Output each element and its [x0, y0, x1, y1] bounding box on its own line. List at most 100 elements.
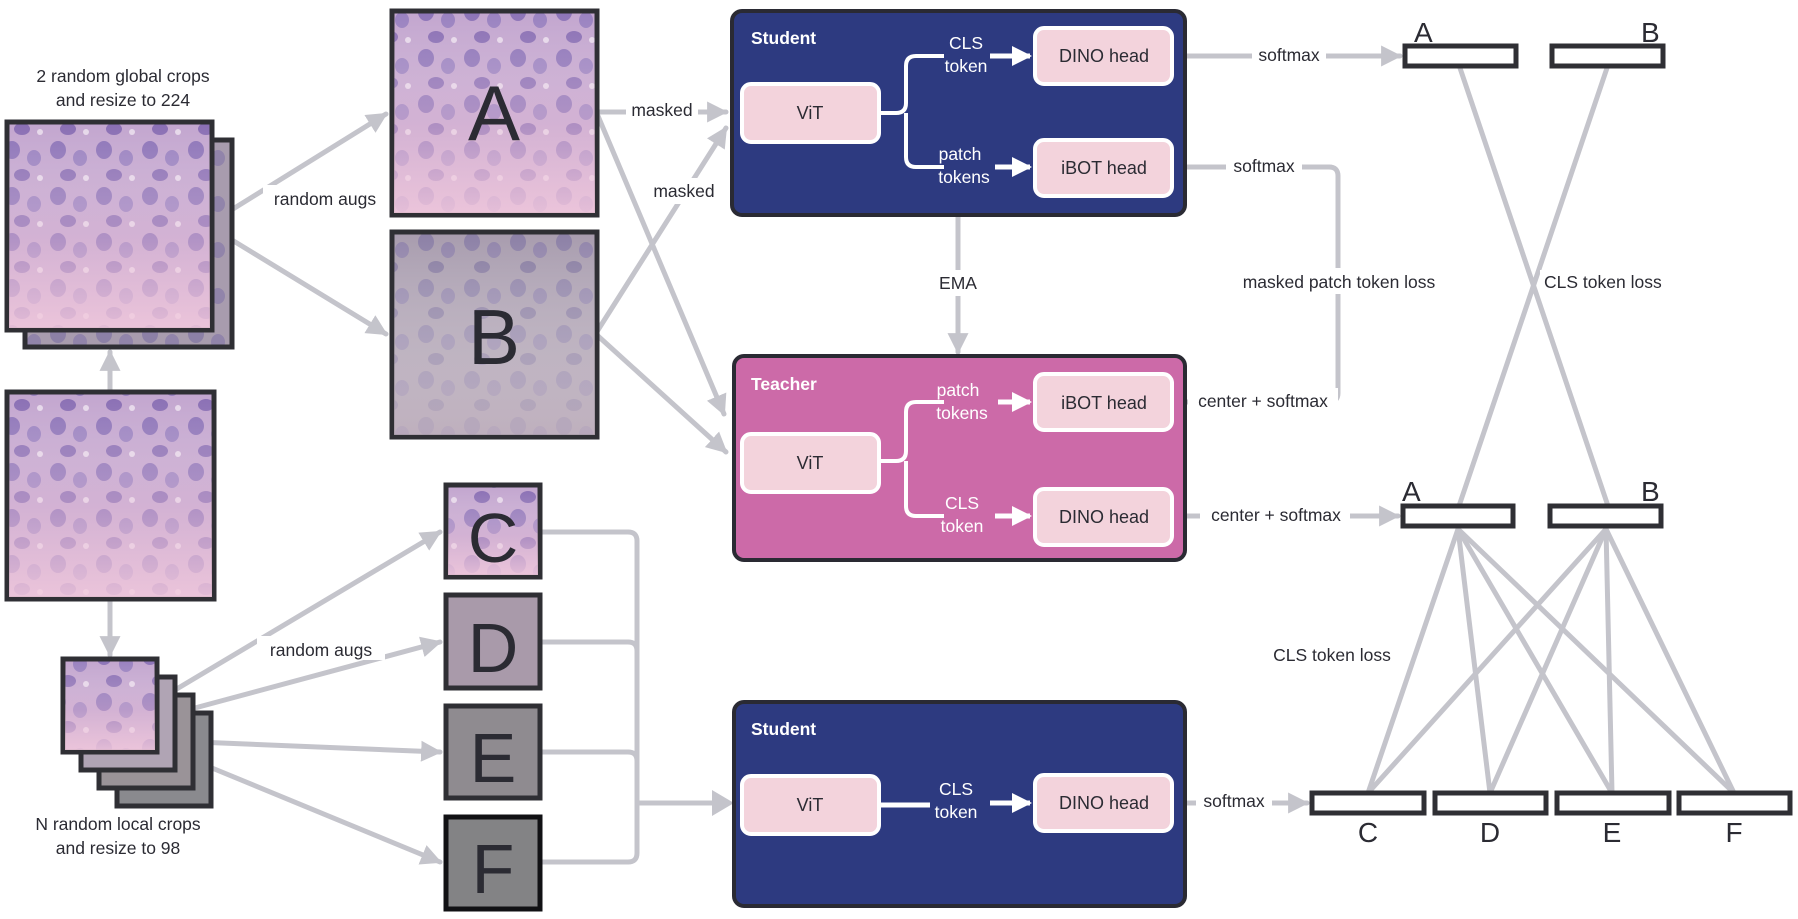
- diagram-shape: [1252, 42, 1326, 66]
- local-crops-label: N random local crops: [35, 814, 201, 834]
- diagram-shape: [925, 270, 991, 296]
- view-E: E: [443, 703, 543, 801]
- diagram-shape: [1487, 526, 1609, 796]
- diagram-label: token: [941, 516, 984, 536]
- random-augs-local-label: random augs: [270, 640, 372, 660]
- diagram-label: ViT: [797, 103, 824, 123]
- diagram-label: CLS: [949, 33, 983, 53]
- diagram-label: D: [468, 609, 519, 687]
- diagram-shape: [1365, 526, 1609, 796]
- teacher-dino-out-label: center + softmax: [1211, 505, 1341, 525]
- view-B: B: [389, 229, 600, 440]
- diagram-label: B: [1641, 476, 1660, 507]
- teacher-output-B: [1547, 503, 1664, 529]
- diagram-label: DINO head: [1059, 507, 1149, 527]
- student-output-B: [1549, 43, 1666, 69]
- diagram-label: DINO head: [1059, 46, 1149, 66]
- student-top-dino-out-label: softmax: [1258, 45, 1320, 65]
- diagram-shape: [1228, 268, 1450, 294]
- diagram-label: F: [1725, 817, 1742, 848]
- student-top-vit: [740, 82, 881, 144]
- diagram-shape: [394, 234, 595, 435]
- view-A: A: [389, 8, 600, 218]
- student-output-F: [1676, 790, 1793, 816]
- local-crops-stack: [60, 656, 214, 809]
- diagram-shape: [9, 124, 210, 328]
- diagram-shape: [1262, 642, 1402, 668]
- teacher-vit: [740, 432, 881, 494]
- diagram-label: tokens: [938, 167, 990, 187]
- diagram-shape: [712, 790, 734, 816]
- diagram-shape: [626, 98, 698, 122]
- student-top-title: Student: [751, 28, 816, 48]
- arrow-local-to-D: [177, 636, 443, 715]
- masked-patch-loss-label: masked patch token loss: [1243, 272, 1436, 292]
- student-bottom-vit: [740, 774, 881, 836]
- teacher-ibot-head: [1033, 372, 1174, 432]
- bracket-local-views: [538, 529, 729, 865]
- teacher-title: Teacher: [751, 374, 817, 394]
- arrow-local-to-C: [172, 529, 443, 693]
- student-output-C: [1309, 790, 1427, 816]
- teacher-dino-head: [1033, 487, 1174, 547]
- diagram-shape: [263, 185, 387, 209]
- masked-label-B: masked: [653, 181, 714, 201]
- student-top-block: Student ViT CLS token patch tokens DINO …: [730, 9, 1187, 217]
- diagram-shape: [1603, 526, 1737, 796]
- ema-label: EMA: [939, 273, 977, 293]
- diagram-shape: [1200, 502, 1350, 528]
- teacher-ibot-out-label: center + softmax: [1198, 391, 1328, 411]
- diagram-shape: [1196, 790, 1272, 814]
- diagram-label: D: [1480, 817, 1500, 848]
- diagram-label: token: [935, 802, 978, 822]
- student-top-ibot-out-label: softmax: [1233, 156, 1295, 176]
- diagram-label: B: [1641, 17, 1660, 48]
- masked-label-A: masked: [631, 100, 692, 120]
- diagram-label: patch: [937, 380, 980, 400]
- student-output-D: [1432, 790, 1549, 816]
- diagram-label: C: [468, 499, 519, 577]
- student-output-E: [1554, 790, 1672, 816]
- global-crops-label-2: and resize to 224: [56, 90, 191, 110]
- diagram-label: ViT: [797, 795, 824, 815]
- diagram-shape: [1455, 526, 1493, 796]
- cls-loss-local-label: CLS token loss: [1273, 645, 1391, 665]
- diagram-label: CLS: [939, 779, 973, 799]
- arrow-local-to-F: [209, 765, 443, 865]
- random-augs-global-label: random augs: [274, 189, 376, 209]
- student-top-dino-head: [1033, 26, 1174, 86]
- arrow-A-to-teacher: [595, 113, 727, 417]
- cls-loss-line-b: [1456, 65, 1610, 509]
- diagram-shape: [443, 592, 543, 691]
- teacher-block: Teacher ViT patch tokens CLS token iBOT …: [732, 354, 1187, 562]
- student-top-branch: [880, 54, 944, 169]
- view-F: F: [443, 814, 543, 912]
- diagram-shape: [9, 394, 212, 597]
- diagram-label: DINO head: [1059, 793, 1149, 813]
- diagram-label: ViT: [797, 453, 824, 473]
- student-bottom-block: Student ViT CLS token DINO head: [732, 700, 1187, 908]
- arrow-global-to-A: [209, 111, 389, 225]
- diagram-label: CLS: [945, 493, 979, 513]
- output-letters: A B A B C D E F: [1358, 17, 1743, 848]
- diagram-shape: [1455, 526, 1737, 796]
- arrow-global-to-B: [229, 237, 389, 337]
- view-D: D: [443, 592, 543, 691]
- student-top-ibot-head: [1033, 138, 1174, 198]
- diagram-shape: [644, 178, 724, 204]
- label-knockouts: [626, 42, 1680, 814]
- diagram-shape: [1540, 270, 1680, 296]
- diagram-shape: [443, 814, 543, 912]
- cls-loss-global-label: CLS token loss: [1544, 272, 1662, 292]
- view-A-letter: A: [468, 69, 520, 157]
- diagram-label: patch: [939, 144, 982, 164]
- diagram-label: iBOT head: [1061, 393, 1147, 413]
- local-crops-label-2: and resize to 98: [56, 838, 181, 858]
- arrow-B-to-student: [595, 125, 729, 333]
- diagram-shape: [1188, 388, 1338, 414]
- diagram-shape: [732, 700, 1187, 908]
- arrow-local-to-E: [194, 739, 443, 762]
- view-C: C: [443, 482, 543, 580]
- global-crops-stack: [4, 119, 235, 350]
- teacher-branch: [880, 400, 944, 518]
